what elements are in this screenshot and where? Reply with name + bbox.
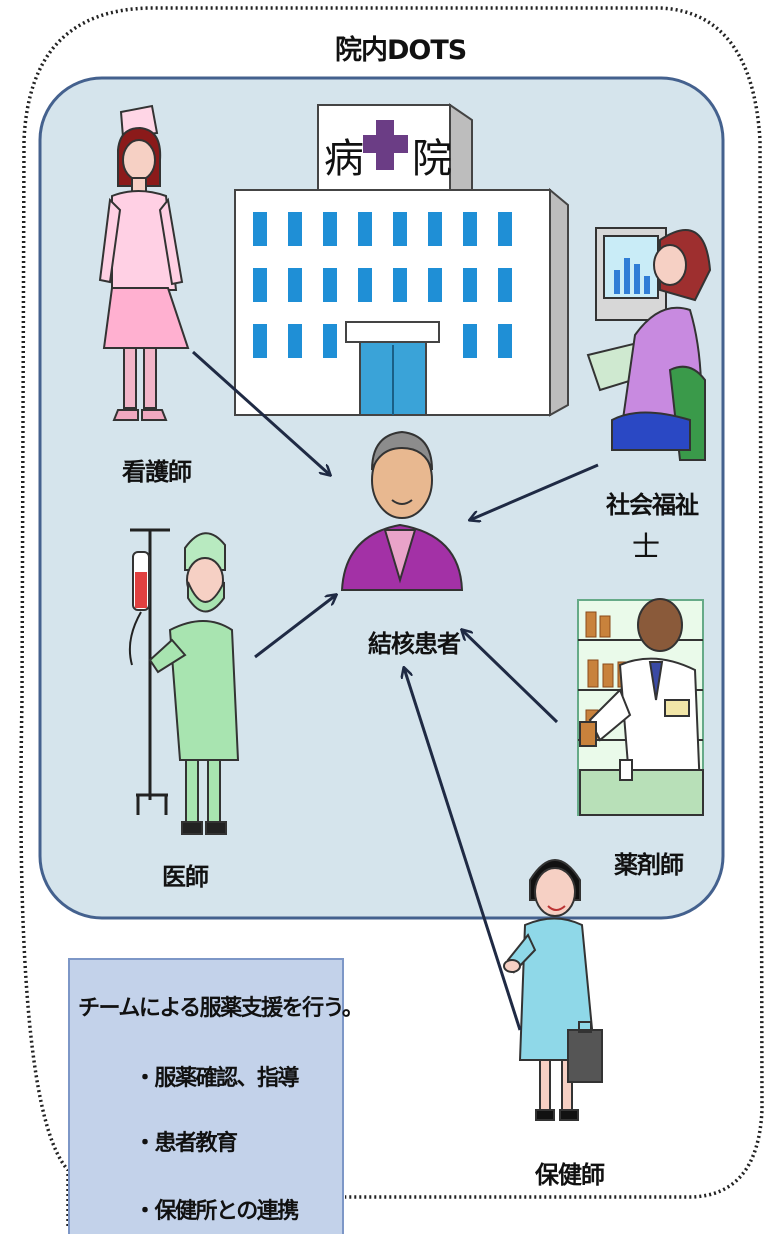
arrow-nurse-to-patient: [191, 350, 330, 475]
task-item: ・服薬確認、指導: [134, 1066, 300, 1091]
public-health-nurse-label: 保健師: [535, 1161, 605, 1189]
social-worker-label-line2: 士: [632, 530, 660, 563]
patient-label: 結核患者: [368, 630, 461, 658]
hospital-sign-left: 病: [324, 136, 364, 182]
nurse-label: 看護師: [122, 458, 192, 486]
pharmacist-icon: [577, 598, 704, 816]
pharmacist-label: 薬剤師: [614, 851, 684, 879]
social-worker-icon: [586, 227, 712, 461]
arrow-pharmacist-to-patient: [462, 630, 559, 724]
hospital-sign-right: 院: [412, 136, 452, 182]
hospital-building-icon: [234, 103, 569, 417]
diagram-title: 院内DOTS: [335, 35, 467, 66]
doctor-label: 医師: [162, 863, 209, 891]
task-box: チームによる服薬支援を行う。 ・服薬確認、指導 ・患者教育 ・保健所との連携: [68, 958, 364, 1234]
task-item: ・保健所との連携: [134, 1199, 299, 1224]
task-heading: チームによる服薬支援を行う。: [78, 996, 364, 1021]
social-worker-label-line1: 社会福祉: [606, 491, 699, 519]
arrow-phn-to-patient: [404, 668, 522, 1031]
public-health-nurse-icon: [503, 859, 603, 1121]
patient-icon: [340, 430, 464, 591]
arrow-socialworker-to-patient: [470, 463, 599, 520]
arrow-doctor-to-patient: [254, 595, 336, 659]
task-item: ・患者教育: [134, 1131, 238, 1156]
doctor-icon: [128, 528, 240, 835]
nurse-icon: [98, 104, 190, 421]
